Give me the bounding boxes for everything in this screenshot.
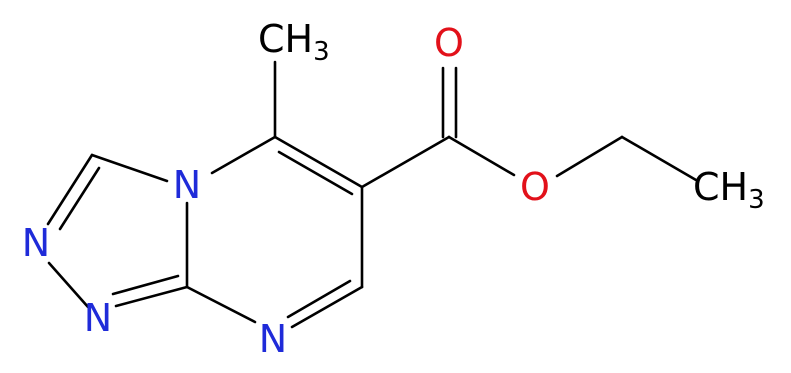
bond-ch2-ch3 <box>620 135 698 182</box>
bond-c8a-n1-inner <box>111 274 180 296</box>
atom-labels: CH3 O O CH3 N N N N <box>22 17 765 361</box>
ester-oxygen-label: O <box>520 165 550 209</box>
methyl-right-label: CH3 <box>693 165 765 215</box>
bond-n1-n2 <box>47 261 90 309</box>
bond-n4-c5 <box>210 135 277 175</box>
nitrogen-left-upper-label: N <box>22 221 50 265</box>
bond-n2-c3-inner <box>58 166 101 231</box>
bond-o-ch2 <box>555 135 624 178</box>
bond-carbonyl-c-o <box>447 135 516 177</box>
bond-n2-c3 <box>46 153 94 226</box>
bond-c7-n8 <box>290 285 364 329</box>
methyl-top-label: CH3 <box>258 17 330 67</box>
bond-c5-c6-inner <box>277 150 354 196</box>
bond-c5-c6 <box>273 135 364 189</box>
nitrogen-bottom-label: N <box>259 317 287 361</box>
bonds <box>46 60 698 329</box>
bridgehead-nitrogen-label: N <box>173 163 201 207</box>
bond-n8-c8a <box>185 285 257 324</box>
bond-c3-n4 <box>90 153 169 183</box>
bond-c7-n8-inner <box>286 279 352 319</box>
bond-c8a-n1 <box>114 285 189 308</box>
nitrogen-left-lower-label: N <box>84 296 112 340</box>
bond-c6-carbonyl-c <box>360 135 451 189</box>
carbonyl-oxygen-label: O <box>434 21 464 65</box>
